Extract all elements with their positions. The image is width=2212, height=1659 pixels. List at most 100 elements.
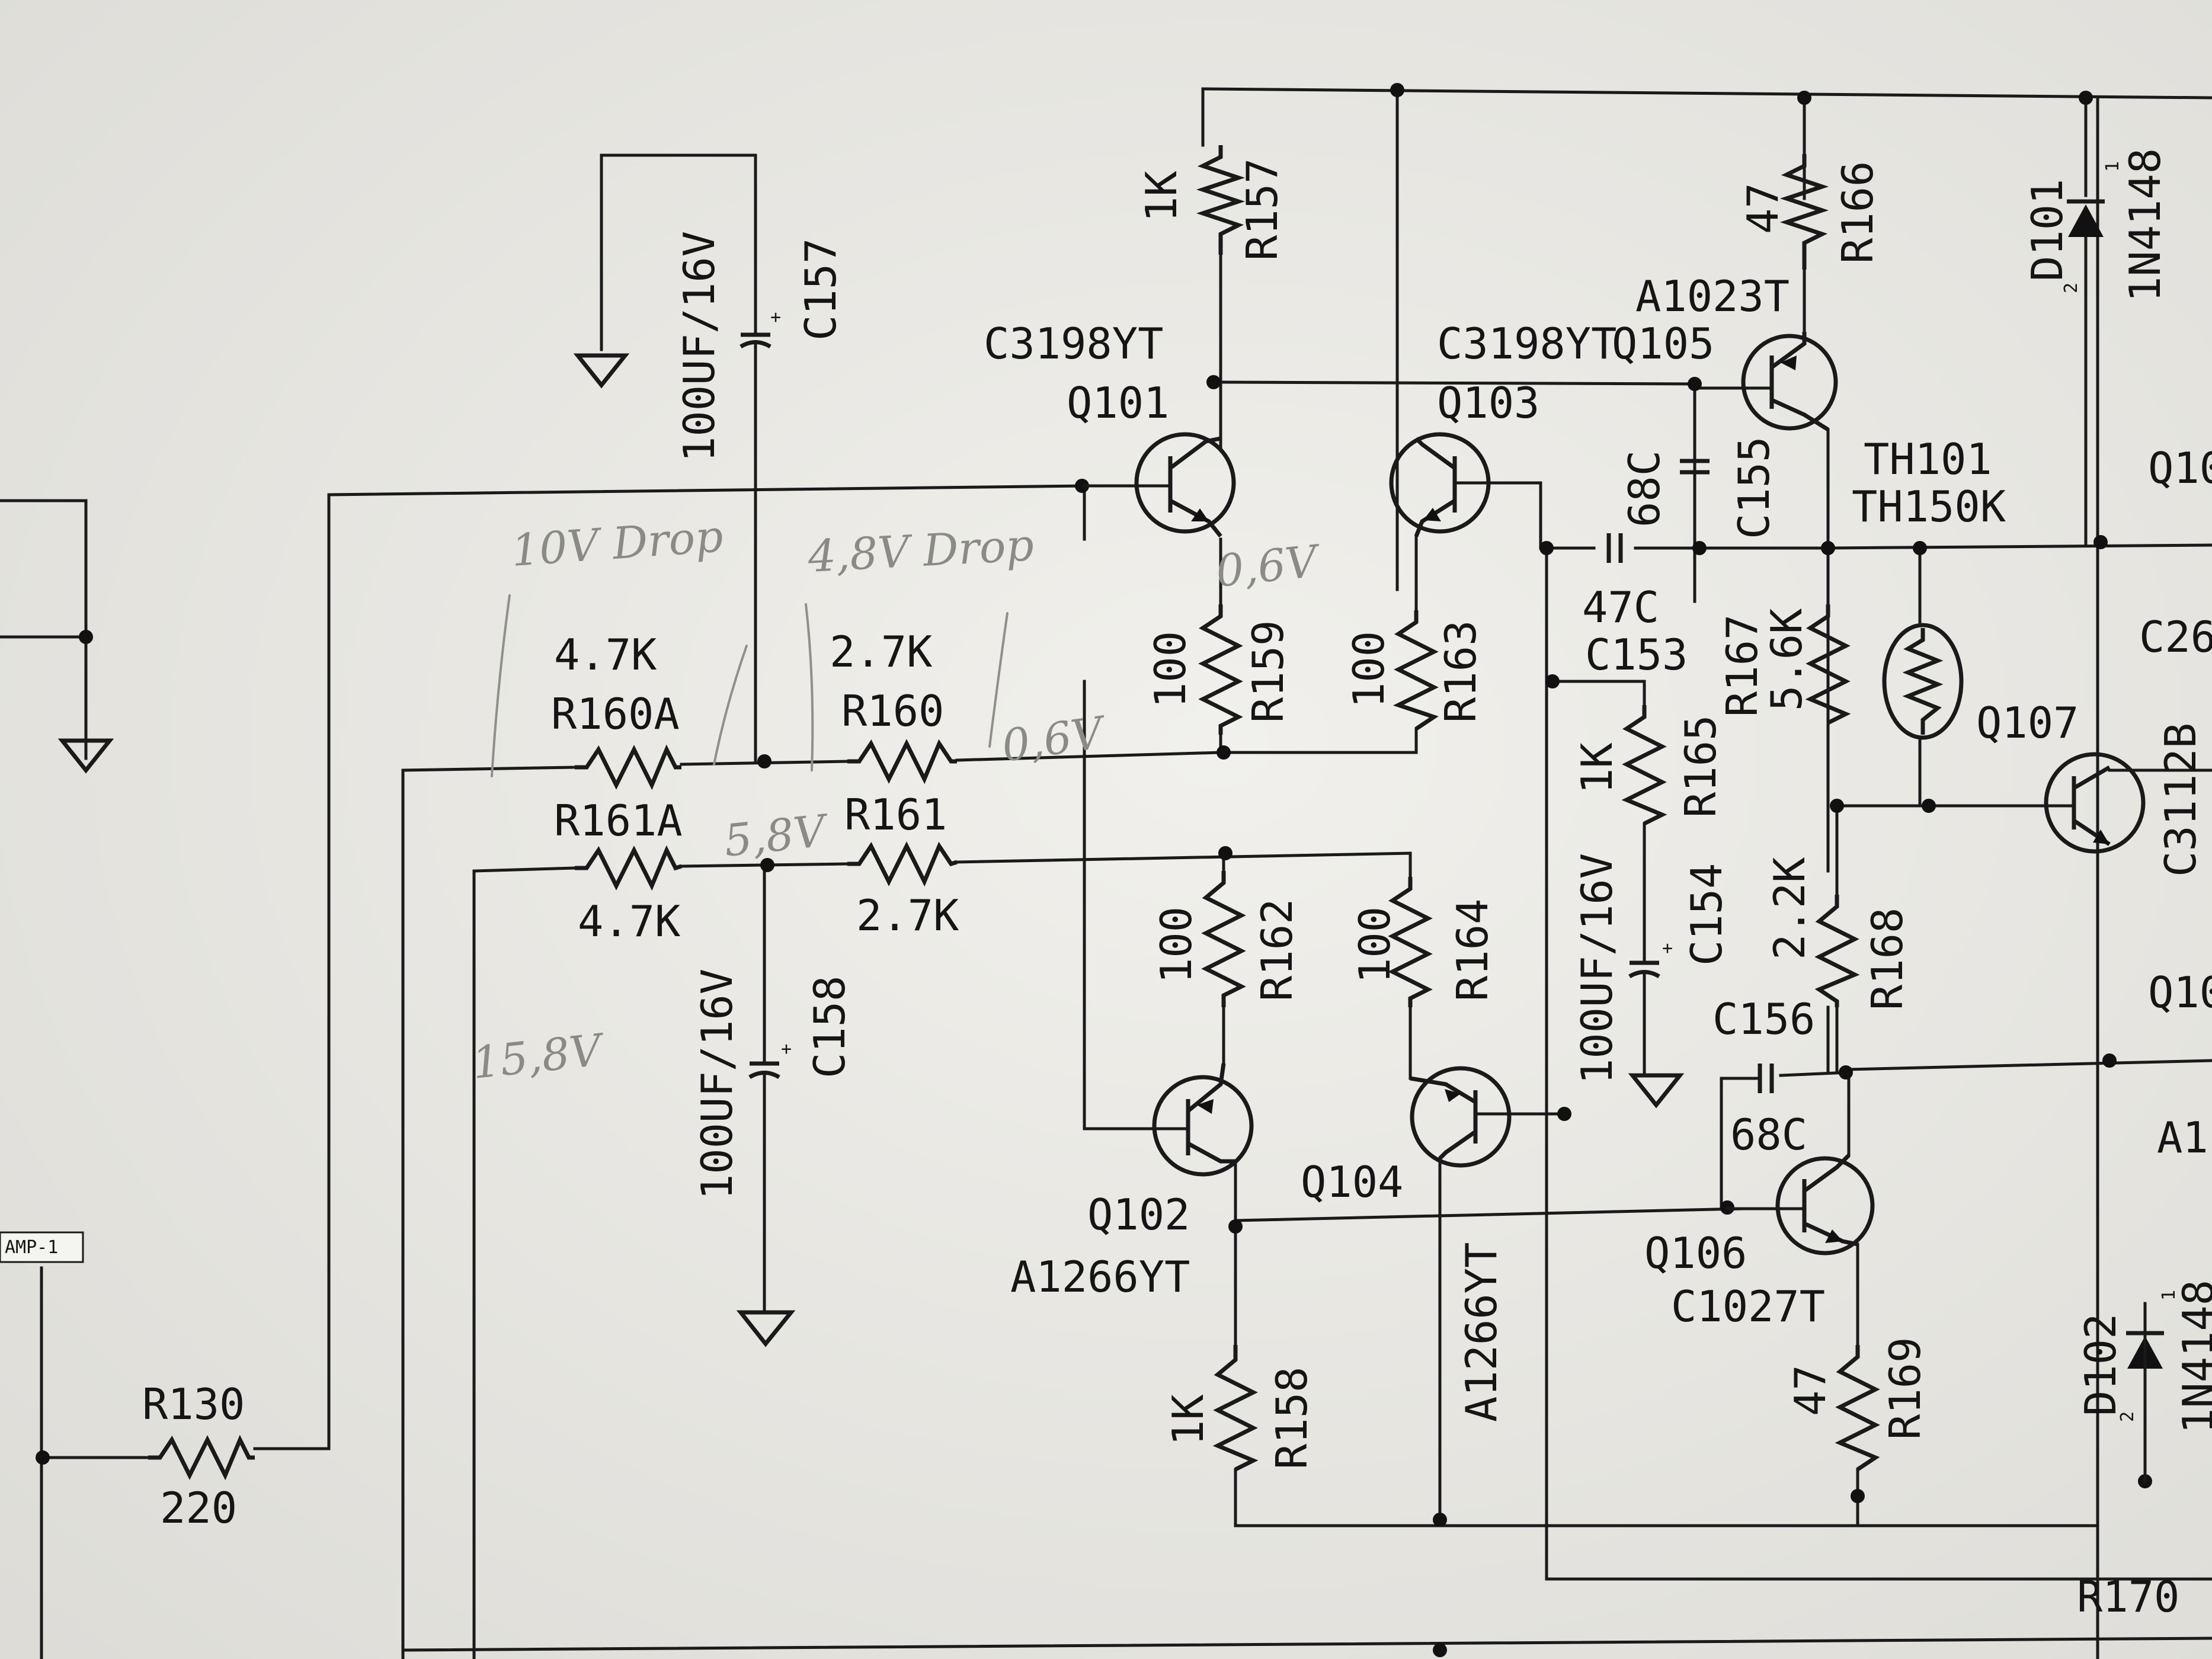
resistor-r130-icon xyxy=(148,1434,255,1481)
capacitor-c156-icon xyxy=(1758,1064,1774,1093)
th101-ref: TH101 xyxy=(1864,434,1992,484)
d101-pin2: 2 xyxy=(2061,283,2082,293)
capacitor-c153-icon xyxy=(1606,533,1623,563)
r161-value: 2.7K xyxy=(856,891,959,940)
r130-value: 220 xyxy=(160,1483,237,1533)
diode-d101-icon xyxy=(2067,170,2105,547)
r160-value: 2.7K xyxy=(830,627,933,677)
ground-icon xyxy=(573,353,630,389)
r160a-ref: R160A xyxy=(551,689,680,739)
q107-ref: Q107 xyxy=(1976,698,2079,748)
resistor-r167-icon xyxy=(1805,604,1851,725)
pencil-strokes xyxy=(491,594,1009,777)
r159-value: 100 xyxy=(1145,631,1195,708)
handwritten-58v: 5,8V xyxy=(722,805,832,867)
r166-ref: R166 xyxy=(1833,161,1883,264)
transistor-symbols xyxy=(1083,332,2146,1256)
r157-value: 1K xyxy=(1137,171,1186,222)
r168-value: 2.2K xyxy=(1765,857,1814,960)
q106-part: C1027T xyxy=(1671,1282,1825,1331)
svg-text:+: + xyxy=(770,307,781,328)
r164-value: 100 xyxy=(1350,907,1400,984)
r162-value: 100 xyxy=(1151,907,1201,984)
resistor-r158-icon xyxy=(1212,1345,1259,1472)
resistor-r166-icon xyxy=(1779,154,1829,270)
handwritten-48v-drop: 4,8V Drop xyxy=(806,520,1035,582)
resistor-r164-icon xyxy=(1388,877,1433,1007)
d102-pin2: 2 xyxy=(2117,1411,2138,1422)
transistor-q106-icon xyxy=(1726,1154,1875,1256)
r167-ref: R167 xyxy=(1717,614,1767,717)
q102-part: A1266YT xyxy=(1010,1252,1190,1302)
c157-ref: C157 xyxy=(796,238,846,341)
resistor-r162-icon xyxy=(1201,871,1246,1007)
transistor-q102-icon xyxy=(1151,1063,1254,1177)
q10-lower-ref: Q10 xyxy=(2148,968,2212,1017)
ground-icon xyxy=(1628,1073,1685,1109)
r168-ref: R168 xyxy=(1862,908,1912,1010)
resistor-symbols xyxy=(148,145,1880,1481)
q104-part: A1266YT xyxy=(1456,1242,1506,1422)
svg-text:+: + xyxy=(1662,938,1673,959)
diode-symbols xyxy=(2067,170,2164,1483)
q107-part: C3112B xyxy=(2156,723,2205,877)
r162-ref: R162 xyxy=(1252,899,1302,1001)
r163-ref: R163 xyxy=(1436,620,1486,723)
svg-text:+: + xyxy=(781,1039,792,1059)
r160a-value: 4.7K xyxy=(554,630,657,680)
r166-value: 47 xyxy=(1738,182,1788,234)
th101-part: TH150K xyxy=(1852,482,2006,531)
resistor-r160a-icon xyxy=(575,744,681,790)
capacitor-c158-icon: + xyxy=(748,1035,792,1116)
r163-value: 100 xyxy=(1344,631,1394,708)
c158-value: 100UF/16V xyxy=(692,969,742,1200)
resistor-r169-icon xyxy=(1835,1345,1880,1471)
q105-ref: Q105 xyxy=(1612,319,1714,369)
wiring xyxy=(0,87,2212,1659)
c154-value: 100UF/16V xyxy=(1572,853,1622,1084)
r161a-value: 4.7K xyxy=(578,896,681,946)
d102-ref: D102 xyxy=(2076,1314,2125,1416)
r169-value: 47 xyxy=(1785,1365,1835,1416)
q10-top-ref: Q10 xyxy=(2148,443,2212,493)
q103-part: C3198YT xyxy=(1437,319,1616,369)
r169-ref: R169 xyxy=(1880,1337,1930,1440)
capacitor-c155-icon xyxy=(1680,449,1710,488)
capacitor-c154-icon: + xyxy=(1628,938,1673,997)
capacitor-symbols: + + + xyxy=(740,306,1774,1116)
capacitor-c157-icon: + xyxy=(740,306,781,372)
c26-ref: C26 xyxy=(2139,612,2212,662)
q101-ref: Q101 xyxy=(1067,378,1169,428)
c155-value: 68C xyxy=(1619,450,1669,527)
c153-value: 47C xyxy=(1582,582,1659,632)
q106-ref: Q106 xyxy=(1644,1228,1747,1278)
q105-part: A1023T xyxy=(1635,271,1790,321)
d102-part: 1N4148 xyxy=(2173,1280,2212,1434)
handwritten-annotations: 10V Drop 4,8V Drop 0,6V 0,6V 5,8V 15,8V xyxy=(470,511,1324,1089)
component-labels: 1K R157 47 R166 100UF/16V C157 C3198YT Q… xyxy=(5,148,2212,1622)
c154-ref: C154 xyxy=(1682,863,1731,966)
r161a-ref: R161A xyxy=(554,796,683,845)
transistor-q104-icon xyxy=(1410,1066,1512,1168)
handwritten-06v-emitter: 0,6V xyxy=(1214,536,1324,597)
junctions xyxy=(36,83,2152,1657)
r160-ref: R160 xyxy=(841,686,944,736)
resistor-r159-icon xyxy=(1198,604,1243,735)
r167-value: 5.6K xyxy=(1762,608,1811,711)
resistor-r157-icon xyxy=(1196,145,1246,255)
diode-d102-icon xyxy=(2126,1302,2164,1483)
transistor-q101-icon xyxy=(1083,432,1236,538)
d101-ref: D101 xyxy=(2022,179,2072,281)
connector-amp1-label: AMP-1 xyxy=(5,1237,58,1258)
ground-icon xyxy=(57,738,114,774)
resistor-r160-icon xyxy=(847,739,957,784)
r170-ref: R170 xyxy=(2077,1572,2179,1622)
resistor-r168-icon xyxy=(1814,895,1860,1007)
c158-ref: C158 xyxy=(805,976,854,1078)
q104-ref: Q104 xyxy=(1301,1157,1403,1207)
a1-label: A1 xyxy=(2157,1113,2208,1162)
q102-ref: Q102 xyxy=(1087,1190,1190,1240)
c156-ref: C156 xyxy=(1712,994,1815,1044)
c156-value: 68C xyxy=(1730,1110,1807,1160)
